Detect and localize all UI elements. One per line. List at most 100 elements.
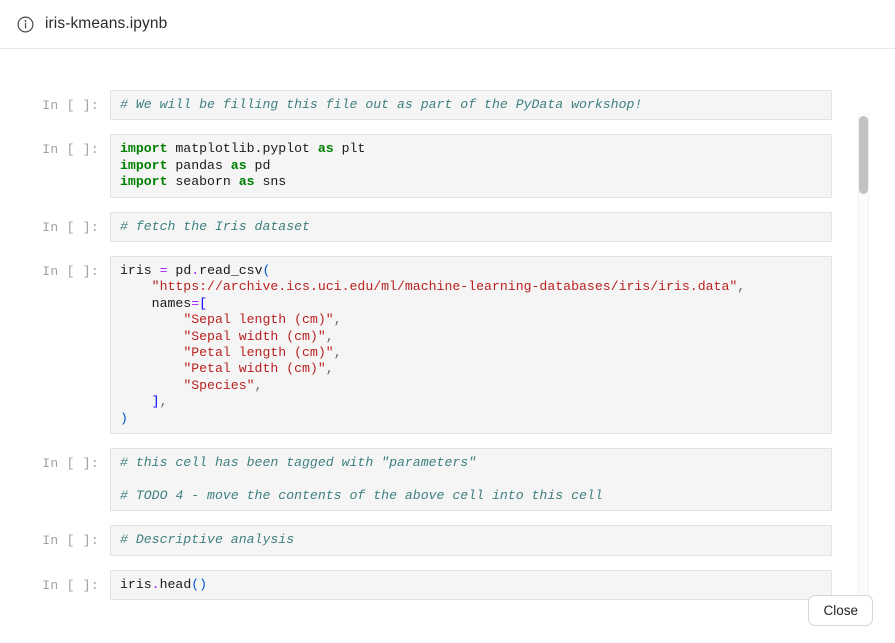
token-plain: sns xyxy=(254,174,287,190)
code-line: ) xyxy=(120,411,831,427)
notebook-cell: In [ ]: iris = pd.read_csv( "https://arch… xyxy=(0,256,860,435)
token-paren: ) xyxy=(120,410,128,426)
token-kw: import xyxy=(120,157,168,173)
cell-editor-cell-iris-head[interactable]: iris.head() xyxy=(110,569,832,601)
token-punct: , xyxy=(254,377,263,393)
token-str: "Petal length (cm)" xyxy=(183,345,334,361)
token-dot: . xyxy=(191,263,200,279)
code-line: iris.head() xyxy=(120,577,831,593)
token-paren: ( xyxy=(262,263,271,279)
token-str: "https://archive.ics.uci.edu/ml/machine-… xyxy=(151,279,738,295)
code-line: import seaborn as sns xyxy=(120,174,831,190)
notebook-cell: In [ ]: # Descriptive analysis xyxy=(0,525,860,556)
code-line xyxy=(120,472,831,488)
token-comment: # TODO 4 - move the contents of the abov… xyxy=(120,487,603,503)
token-comment: # We will be filling this file out as pa… xyxy=(120,97,643,112)
code-line: ], xyxy=(120,394,831,410)
notebook-scroll-area[interactable]: In [ ]: # We will be filling this file ou… xyxy=(0,49,895,643)
token-plain: read_csv xyxy=(199,263,263,279)
token-str: "Petal width (cm)" xyxy=(183,361,326,377)
code-line: "Sepal length (cm)", xyxy=(120,312,831,328)
token-plain: matplotlib.pyplot xyxy=(167,141,318,157)
code-line: # Descriptive analysis xyxy=(120,532,831,548)
token-punct: , xyxy=(159,394,168,410)
cell-editor-cell-comment-descriptive[interactable]: # Descriptive analysis xyxy=(110,525,832,556)
notebook-cell-list: In [ ]: # We will be filling this file ou… xyxy=(0,49,860,614)
token-kw: as xyxy=(230,157,247,173)
token-punct: , xyxy=(325,361,334,377)
token-punct: , xyxy=(333,345,342,361)
code-line: import matplotlib.pyplot as plt xyxy=(120,141,831,157)
token-plain xyxy=(120,378,183,393)
cell-prompt-label: In [ ]: xyxy=(42,264,99,280)
cell-source: iris = pd.read_csv( "https://archive.ics… xyxy=(120,263,831,427)
vertical-scrollbar-track[interactable] xyxy=(858,113,869,610)
token-dot: . xyxy=(151,576,160,592)
token-kw: as xyxy=(238,174,255,190)
token-plain: pd xyxy=(167,263,192,279)
code-line: import pandas as pd xyxy=(120,158,831,174)
token-op: = xyxy=(159,263,168,279)
cell-editor-cell-comment-intro[interactable]: # We will be filling this file out as pa… xyxy=(110,90,832,121)
token-plain: iris xyxy=(120,576,152,592)
token-str: "Sepal length (cm)" xyxy=(183,312,334,328)
token-punct: , xyxy=(325,328,334,344)
token-plain: head xyxy=(159,576,192,592)
token-brk: [ xyxy=(199,295,208,311)
cell-editor-cell-parameters-tagged[interactable]: # this cell has been tagged with "parame… xyxy=(110,448,832,512)
cell-prompt-label: In [ ]: xyxy=(42,456,99,472)
notebook-cell: In [ ]:# We will be filling this file ou… xyxy=(0,90,860,121)
token-op: = xyxy=(191,295,200,311)
token-plain xyxy=(120,312,183,327)
page-title: iris-kmeans.ipynb xyxy=(45,15,168,32)
token-plain: pd xyxy=(246,157,271,173)
token-plain xyxy=(120,345,183,360)
token-str: "Sepal width (cm)" xyxy=(183,328,326,344)
cell-source: # We will be filling this file out as pa… xyxy=(120,97,831,113)
notebook-cell: In [ ]: iris.head() xyxy=(0,569,860,601)
token-punct: , xyxy=(737,279,746,295)
cell-source: # this cell has been tagged with "parame… xyxy=(120,455,831,504)
code-line: "Sepal width (cm)", xyxy=(120,329,831,345)
token-plain: names xyxy=(120,295,192,311)
token-punct: , xyxy=(333,312,342,328)
code-line: iris = pd.read_csv( xyxy=(120,263,831,279)
cell-prompt-label: In [ ]: xyxy=(42,142,99,158)
vertical-scrollbar-thumb[interactable] xyxy=(859,116,868,194)
token-plain xyxy=(120,361,183,376)
cell-editor-cell-comment-fetch[interactable]: # fetch the Iris dataset xyxy=(110,211,832,243)
token-kw: import xyxy=(120,174,168,190)
token-comment: # this cell has been tagged with "parame… xyxy=(120,455,477,471)
token-comment: # Descriptive analysis xyxy=(120,532,295,548)
code-line: # fetch the Iris dataset xyxy=(120,219,831,235)
token-kw: as xyxy=(317,141,334,157)
token-brk: ] xyxy=(151,394,160,410)
code-line: "Petal length (cm)", xyxy=(120,345,831,361)
token-plain xyxy=(120,279,152,294)
code-line: "https://archive.ics.uci.edu/ml/machine-… xyxy=(120,279,831,295)
notebook-cell: In [ ]:# fetch the Iris dataset xyxy=(0,211,860,243)
token-plain: seaborn xyxy=(167,174,239,190)
info-circle-icon xyxy=(17,15,34,33)
close-button[interactable]: Close xyxy=(808,595,873,626)
code-line: names=[ xyxy=(120,296,831,312)
cell-source: # Descriptive analysis xyxy=(120,532,831,548)
code-line: # this cell has been tagged with "parame… xyxy=(120,455,831,471)
token-plain: iris xyxy=(120,263,160,279)
token-paren: () xyxy=(191,576,208,592)
code-line: "Petal width (cm)", xyxy=(120,361,831,377)
cell-prompt-label: In [ ]: xyxy=(42,577,99,593)
window-header: iris-kmeans.ipynb xyxy=(0,0,895,49)
cell-prompt-label: In [ ]: xyxy=(42,533,99,549)
cell-source: iris.head() xyxy=(120,577,831,593)
token-plain: pandas xyxy=(167,157,231,173)
cell-source: # fetch the Iris dataset xyxy=(120,219,831,235)
token-str: "Species" xyxy=(183,377,255,393)
notebook-cell: In [ ]: # this cell has been tagged with … xyxy=(0,448,860,512)
cell-editor-cell-read-csv[interactable]: iris = pd.read_csv( "https://archive.ics… xyxy=(110,256,832,435)
token-plain: plt xyxy=(333,141,366,157)
token-plain xyxy=(120,394,152,409)
